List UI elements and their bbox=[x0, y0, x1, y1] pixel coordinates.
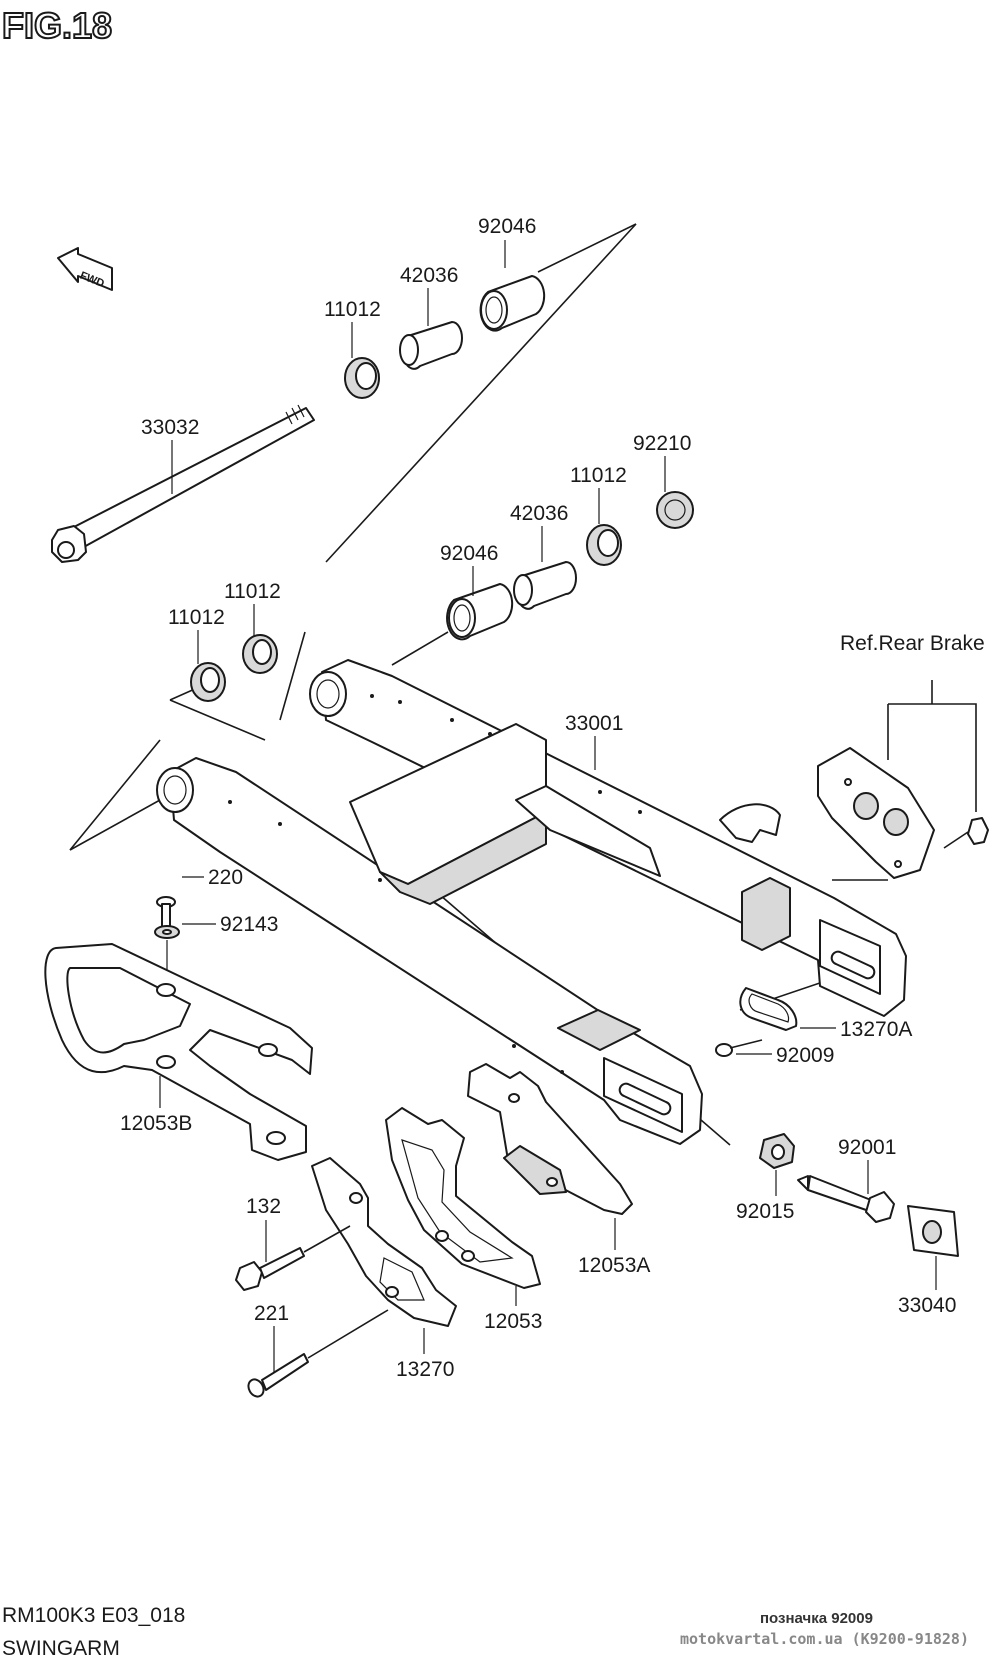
callout-33032: 33032 bbox=[141, 416, 199, 439]
screw-220 bbox=[156, 896, 176, 929]
washer-92143 bbox=[154, 925, 180, 939]
callout-42036-mid: 42036 bbox=[510, 502, 568, 525]
callout-220: 220 bbox=[208, 866, 243, 889]
middle-bearing-stack bbox=[446, 491, 694, 641]
bolt-132 bbox=[235, 1225, 351, 1291]
callout-42036-top: 42036 bbox=[400, 264, 458, 287]
callout-221: 221 bbox=[254, 1302, 289, 1325]
callout-33040: 33040 bbox=[898, 1294, 956, 1317]
callout-132: 132 bbox=[246, 1195, 281, 1218]
model-code: RM100K3 E03_018 bbox=[2, 1604, 185, 1627]
chain-guide-12053B bbox=[44, 943, 313, 1161]
callout-33001: 33001 bbox=[565, 712, 623, 735]
screw-92009 bbox=[715, 1039, 763, 1057]
callout-12053: 12053 bbox=[484, 1310, 542, 1333]
plate-nut-33040 bbox=[907, 1205, 959, 1257]
chain-slider-12053A bbox=[467, 1063, 633, 1215]
callout-92015: 92015 bbox=[736, 1200, 794, 1223]
callout-92046-top: 92046 bbox=[478, 215, 536, 238]
reference-rear-brake: Ref.Rear Brake bbox=[840, 632, 985, 655]
callout-12053A: 12053A bbox=[578, 1254, 650, 1277]
nut-92015 bbox=[759, 1133, 795, 1169]
watermark-line1: позначка 92009 bbox=[760, 1610, 873, 1627]
screw-92001 bbox=[797, 1175, 895, 1223]
callout-labels: 92046 42036 11012 33032 92210 11012 4203… bbox=[120, 215, 985, 1381]
callout-92001: 92001 bbox=[838, 1136, 896, 1159]
callout-92046-mid: 92046 bbox=[440, 542, 498, 565]
callout-92143: 92143 bbox=[220, 913, 278, 936]
callout-11012-left-b: 11012 bbox=[168, 606, 225, 629]
callout-92210: 92210 bbox=[633, 432, 691, 455]
callout-11012-top: 11012 bbox=[324, 298, 381, 321]
callout-11012-left-a: 11012 bbox=[224, 580, 281, 603]
callout-13270: 13270 bbox=[396, 1358, 454, 1381]
callout-92009: 92009 bbox=[776, 1044, 834, 1067]
front-arrow-icon: FWD bbox=[57, 247, 113, 291]
watermark-line2: motokvartal.com.ua (K9200-91828) bbox=[680, 1630, 969, 1648]
callout-13270A: 13270A bbox=[840, 1018, 912, 1041]
gasket-13270A bbox=[739, 987, 798, 1031]
top-bearing-stack bbox=[344, 275, 546, 399]
callout-leaders bbox=[159, 240, 937, 1372]
callout-12053B: 12053B bbox=[120, 1112, 192, 1135]
swingarm-33001 bbox=[156, 659, 907, 1145]
screw-221 bbox=[247, 1309, 389, 1398]
callout-11012-mid: 11012 bbox=[570, 464, 627, 487]
left-bushings bbox=[190, 634, 278, 702]
section-name: SWINGARM bbox=[2, 1637, 120, 1660]
pivot-shaft-33032 bbox=[51, 404, 315, 563]
guard-plate-13270 bbox=[311, 1157, 457, 1327]
chain-guide-12053 bbox=[385, 1107, 541, 1289]
figure-title: FIG.18 bbox=[2, 5, 112, 46]
rear-brake-bracket bbox=[817, 680, 989, 879]
